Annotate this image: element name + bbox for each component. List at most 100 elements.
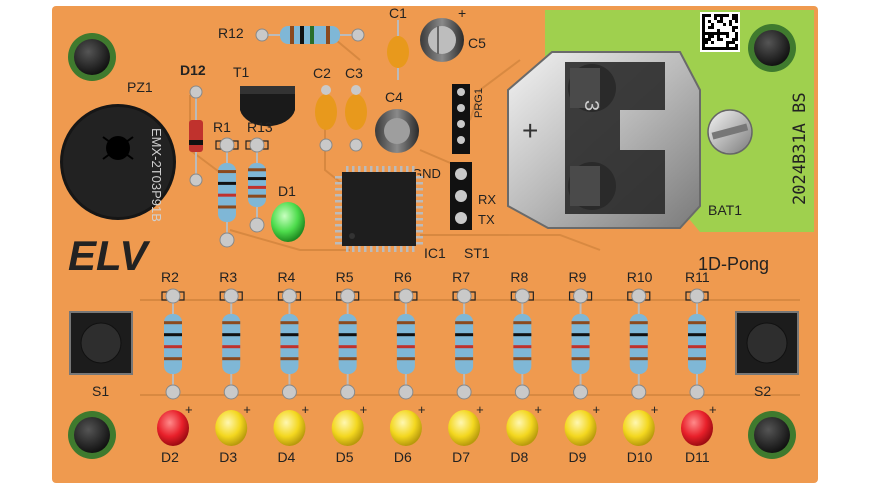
plus-c5: + [458,5,466,21]
label-r12: R12 [218,25,244,41]
led-d6-yellow [389,410,422,446]
resistor-r2 [161,288,185,400]
resistor-r3 [219,288,243,400]
resistor-r7 [452,288,476,400]
switch-s1 [69,311,133,375]
led-d11-red [681,410,713,446]
buzzer-print: EMX-2T03P91B [149,128,164,222]
plus-d11: + [709,402,717,417]
mounting-screws [68,24,796,459]
label-r3: R3 [219,269,237,285]
label-s1: S1 [92,383,109,399]
plus-d4: + [301,402,309,417]
label-c5: C5 [468,35,486,51]
plus-d10: + [651,402,659,417]
resistor-r1 [215,137,239,248]
plus-d5: + [360,402,368,417]
label-d8: D8 [510,449,528,465]
plus-d9: + [593,402,601,417]
label-r13: R13 [247,119,273,135]
plus-d2: + [185,402,193,417]
capacitor-c1 [387,20,409,80]
plus-d3: + [243,402,251,417]
battery-plus: + [522,115,538,146]
label-pz1: PZ1 [127,79,153,95]
screw-top-left [68,33,116,81]
diode-d12 [189,85,203,187]
screw-top-right [748,24,796,72]
label-c4: C4 [385,89,403,105]
label-d2: D2 [161,449,179,465]
product-name: 1D-Pong [698,254,769,274]
label-r4: R4 [277,269,295,285]
led-d5-yellow [331,410,364,446]
resistor-r10 [627,288,651,400]
capacitor-c2 [315,85,337,152]
capacitor-c3 [345,85,367,152]
label-ic1: IC1 [424,245,446,261]
resistor-r6 [394,288,418,400]
label-d12: D12 [180,62,206,78]
led-d2-red [157,410,189,446]
serial-header-st1 [450,162,472,230]
label-r1: R1 [213,119,231,135]
led-d9-yellow [564,410,597,446]
label-st1: ST1 [464,245,490,261]
data-matrix-code [700,12,740,52]
label-d1: D1 [278,183,296,199]
led-d3-yellow [215,410,248,446]
label-c1: C1 [389,5,407,21]
label-d10: D10 [627,449,653,465]
label-t1: T1 [233,64,250,80]
label-gnd: GND [412,166,441,181]
label-r9: R9 [569,269,587,285]
label-s2: S2 [754,383,771,399]
label-c2: C2 [313,65,331,81]
resistor-r4 [277,288,302,400]
label-d6: D6 [394,449,412,465]
label-r6: R6 [394,269,412,285]
label-d3: D3 [219,449,237,465]
microcontroller-ic1 [335,166,423,252]
resistor-r8 [510,288,534,400]
label-d9: D9 [569,449,587,465]
plus-d7: + [476,402,484,417]
plus-d8: + [534,402,542,417]
label-r11: R11 [685,269,710,285]
brand-logo: ELV [68,232,150,279]
screw-bottom-left [68,411,116,459]
label-r8: R8 [510,269,528,285]
capacitor-c5 [420,18,464,62]
battery-mark: 3 [580,100,602,111]
resistor-r12 [255,26,365,44]
resistor-r9 [568,288,593,400]
label-d5: D5 [336,449,354,465]
led-d10-yellow [622,410,655,446]
transistor-t1 [240,86,295,127]
screw-bottom-right [748,411,796,459]
led-d7-yellow [448,410,481,446]
plus-d6: + [418,402,426,417]
version-label: 2024B31A BS [790,92,810,205]
label-d7: D7 [452,449,470,465]
capacitor-c4 [375,109,419,153]
resistor-r5 [336,288,360,400]
label-c3: C3 [345,65,363,81]
label-rx: RX [478,192,496,207]
resistor-r11 [685,288,709,400]
led-d8-yellow [506,410,539,446]
led-d1-green [271,202,305,242]
led-d4-yellow [273,410,306,446]
label-r7: R7 [452,269,470,285]
battery-screw [707,109,753,155]
label-r5: R5 [336,269,354,285]
battery-holder-bat1: 3 + [507,51,701,229]
resistor-led-row: R2+D2R3+D3R4+D4R5+D5R6+D6R7+D7R8+D8R9+D9… [157,269,717,465]
label-prg1: PRG1 [473,88,485,118]
switch-s2 [735,311,799,375]
programming-header-prg1 [452,84,470,154]
label-d11: D11 [685,449,710,465]
resistor-r13 [245,137,269,233]
label-tx: TX [478,212,495,227]
